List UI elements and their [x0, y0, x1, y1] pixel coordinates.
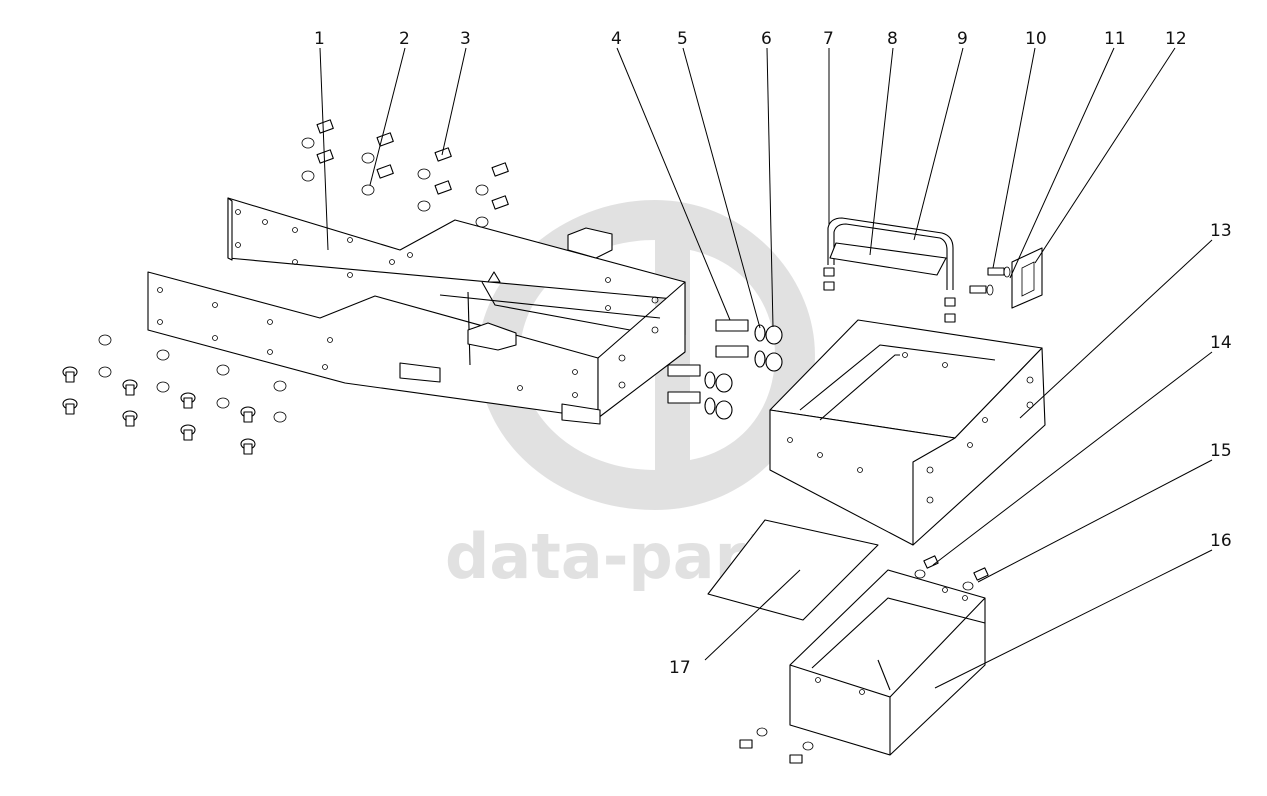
leader-lines: [319, 47, 1213, 689]
callout-17: 17: [669, 658, 691, 678]
tool-box: [789, 569, 986, 756]
frame-assembly: [147, 197, 686, 425]
u-bolt-assembly: [823, 217, 956, 323]
callout-5: 5: [677, 29, 688, 49]
cover-plate: [707, 519, 879, 621]
bracket-box: [769, 319, 1046, 546]
callout-14: 14: [1210, 333, 1232, 353]
bolt-washer-nut-set: [667, 319, 783, 420]
bolt-cluster-top: [301, 119, 509, 228]
callout-7: 7: [823, 29, 834, 49]
callout-labels: 1 2 3 4 5 6 7 8 9 10 11 12 13 14 15 16 1…: [314, 29, 1232, 678]
callout-6: 6: [761, 29, 772, 49]
callout-3: 3: [460, 29, 471, 49]
small-bolts: [739, 555, 989, 764]
callout-16: 16: [1210, 531, 1232, 551]
callout-8: 8: [887, 29, 898, 49]
callout-15: 15: [1210, 441, 1232, 461]
callout-1: 1: [314, 29, 325, 49]
callout-12: 12: [1165, 29, 1187, 49]
callout-13: 13: [1210, 221, 1232, 241]
callout-11: 11: [1104, 29, 1126, 49]
bolt-cluster-left: [62, 334, 287, 455]
callout-4: 4: [611, 29, 622, 49]
clamp-assembly: [969, 247, 1043, 309]
callout-10: 10: [1025, 29, 1047, 49]
callout-9: 9: [957, 29, 968, 49]
callout-2: 2: [399, 29, 410, 49]
